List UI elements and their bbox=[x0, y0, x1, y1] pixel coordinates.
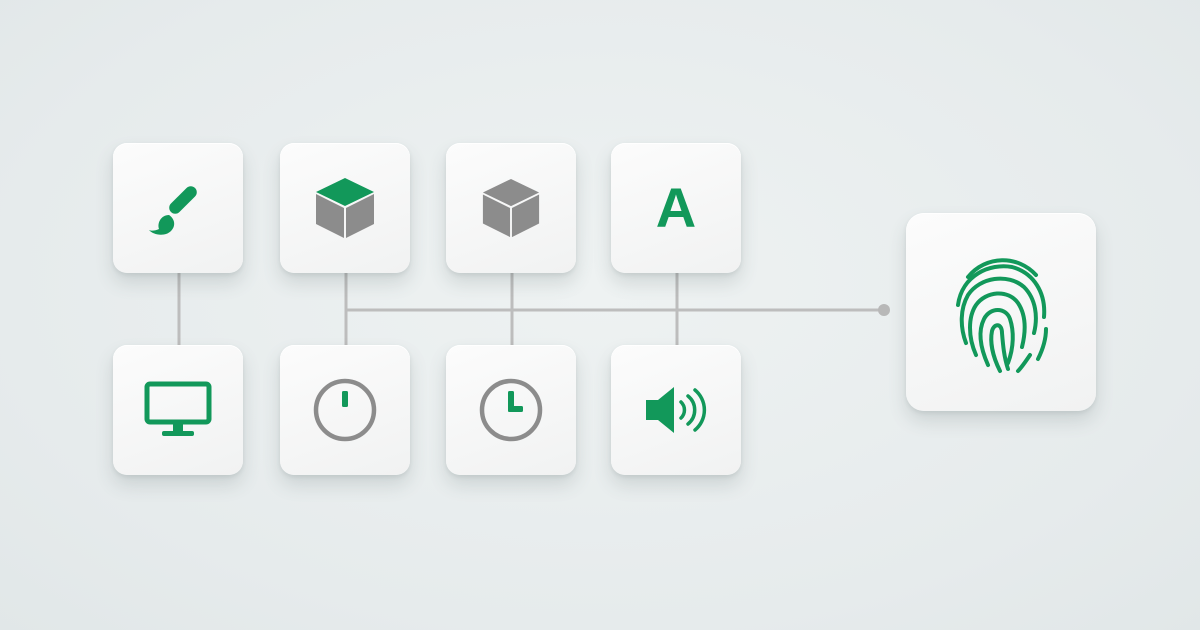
fingerprint-icon bbox=[956, 258, 1048, 373]
paint-brush-icon bbox=[149, 183, 200, 235]
power-tile[interactable] bbox=[280, 345, 410, 475]
monitor-icon bbox=[144, 381, 212, 436]
connector-endpoint-dot bbox=[878, 304, 890, 316]
fingerprint-tile[interactable] bbox=[906, 213, 1096, 411]
speaker-volume-icon bbox=[646, 387, 707, 433]
cube-icon bbox=[482, 178, 540, 238]
paint-brush-tile[interactable] bbox=[113, 143, 243, 273]
cube-green-tile[interactable] bbox=[280, 143, 410, 273]
clock-icon bbox=[479, 378, 543, 442]
power-icon bbox=[313, 378, 377, 442]
cube-green-top-icon bbox=[316, 178, 374, 238]
volume-tile[interactable] bbox=[611, 345, 741, 475]
font-tile[interactable]: A bbox=[611, 143, 741, 273]
font-letter-icon: A bbox=[655, 176, 697, 239]
clock-tile[interactable] bbox=[446, 345, 576, 475]
monitor-tile[interactable] bbox=[113, 345, 243, 475]
cube-grey-tile[interactable] bbox=[446, 143, 576, 273]
